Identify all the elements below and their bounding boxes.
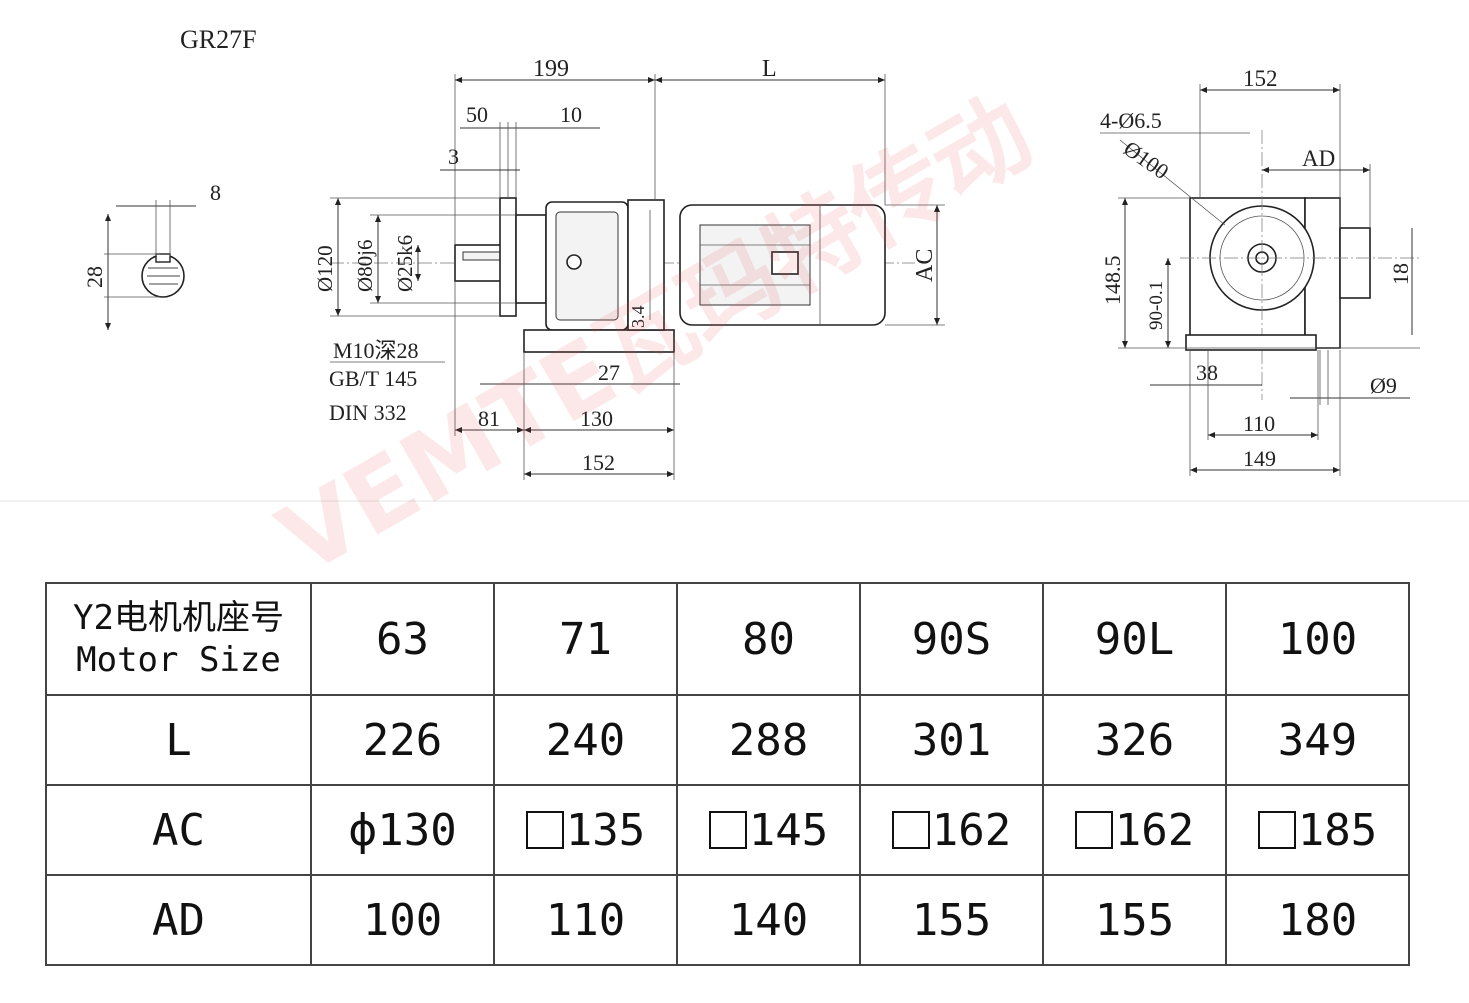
dim-152-top: 152	[1243, 66, 1278, 91]
header-cell: Y2电机机座号 Motor Size	[45, 582, 312, 696]
value-cell: 185	[1225, 784, 1410, 876]
model-title: GR27F	[180, 25, 257, 54]
size-cell: 100	[1225, 582, 1410, 696]
dim-130: 130	[580, 406, 613, 431]
value-cell: 155	[1042, 874, 1227, 966]
separator	[0, 500, 1469, 502]
dim-holes: 4-Ø6.5	[1100, 108, 1162, 133]
dim-AD: AD	[1302, 146, 1335, 171]
dim-3: 3	[448, 144, 459, 169]
value-cell: 162	[1042, 784, 1227, 876]
table-row: AC ϕ130 135 145 162 162 185	[45, 784, 1410, 876]
note-din: DIN 332	[329, 400, 407, 425]
dim-81: 81	[478, 406, 500, 431]
value: 130	[377, 804, 457, 856]
dim-110: 110	[1243, 411, 1275, 436]
square-symbol	[891, 810, 930, 849]
dim-50: 50	[466, 102, 488, 127]
table-row: L 226 240 288 301 326 349	[45, 694, 1410, 786]
side-view: 199 L 50 10 3 Ø120 Ø80j6 Ø25k6 3.4 AC M1…	[313, 56, 945, 480]
square-symbol	[1257, 810, 1296, 849]
dim-shaft-height: 28	[82, 266, 107, 288]
value-cell: ϕ130	[310, 784, 495, 876]
header-en: Motor Size	[76, 640, 281, 680]
dim-18: 18	[1388, 263, 1413, 285]
value: 162	[1114, 804, 1195, 856]
value-cell: 180	[1225, 874, 1410, 966]
value-cell: 140	[676, 874, 861, 966]
size-cell: 90L	[1042, 582, 1227, 696]
diameter-symbol: ϕ	[348, 804, 378, 856]
dim-L: L	[762, 56, 777, 82]
size-cell: 90S	[859, 582, 1044, 696]
square-symbol	[708, 810, 747, 849]
dim-key-width: 8	[210, 180, 221, 205]
square-symbol	[1074, 810, 1113, 849]
row-label: AD	[45, 874, 312, 966]
value-cell: 288	[676, 694, 861, 786]
value-cell: 100	[310, 874, 495, 966]
row-label: AC	[45, 784, 312, 876]
value-cell: 349	[1225, 694, 1410, 786]
value-cell: 162	[859, 784, 1044, 876]
dim-152-bottom: 152	[582, 450, 615, 475]
dim-149: 149	[1243, 446, 1276, 471]
dim-dia-120: Ø120	[313, 245, 337, 292]
value-cell: 155	[859, 874, 1044, 966]
end-view: 152 4-Ø6.5 Ø100 AD 148.5 90-0.1 18 38 Ø9…	[1100, 66, 1420, 476]
dim-38: 38	[1196, 360, 1218, 385]
value: 135	[565, 804, 646, 856]
row-label: L	[45, 694, 312, 786]
size-cell: 80	[676, 582, 861, 696]
technical-drawing: GR27F 8 28	[82, 25, 1420, 480]
note-thread: M10深28	[333, 338, 419, 363]
dim-148-5: 148.5	[1100, 256, 1125, 306]
value: 162	[931, 804, 1012, 856]
table-row: AD 100 110 140 155 155 180	[45, 874, 1410, 966]
note-gbt: GB/T 145	[329, 366, 417, 391]
dim-AC: AC	[912, 249, 938, 282]
dim-dia-9: Ø9	[1370, 373, 1397, 398]
value-cell: 326	[1042, 694, 1227, 786]
value: 145	[748, 804, 829, 856]
dim-90: 90-0.1	[1146, 281, 1167, 330]
value-cell: 240	[493, 694, 678, 786]
value: 185	[1297, 804, 1378, 856]
value-cell: 135	[493, 784, 678, 876]
shaft-section-view: 8 28	[82, 180, 221, 330]
table-row: Y2电机机座号 Motor Size 63 71 80 90S 90L 100	[45, 582, 1410, 696]
header-cn: Y2电机机座号	[73, 598, 284, 638]
dim-dia-80: Ø80j6	[353, 240, 377, 293]
dim-dia-25: Ø25k6	[393, 235, 417, 292]
dim-10: 10	[560, 102, 582, 127]
value-cell: 301	[859, 694, 1044, 786]
dim-199: 199	[533, 56, 569, 82]
value-cell: 145	[676, 784, 861, 876]
value-cell: 226	[310, 694, 495, 786]
motor-dimension-table: Y2电机机座号 Motor Size 63 71 80 90S 90L 100 …	[45, 582, 1410, 966]
square-symbol	[525, 810, 564, 849]
value-cell: 110	[493, 874, 678, 966]
size-cell: 63	[310, 582, 495, 696]
dim-3-4: 3.4	[628, 306, 648, 329]
size-cell: 71	[493, 582, 678, 696]
dim-27: 27	[598, 360, 620, 385]
